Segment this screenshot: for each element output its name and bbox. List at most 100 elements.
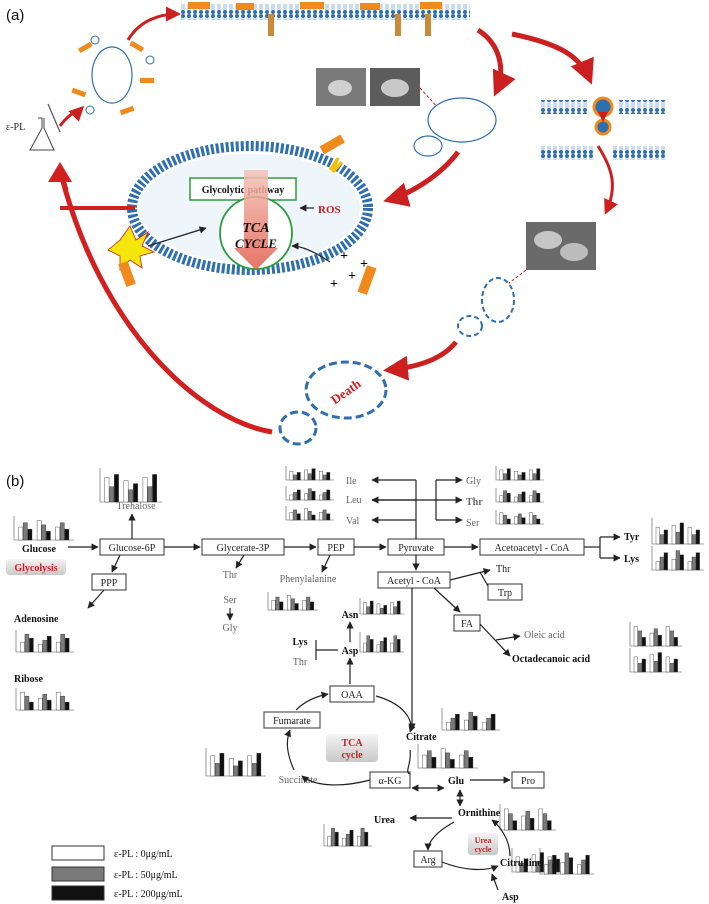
mini-bar xyxy=(555,858,560,873)
mini-bar xyxy=(322,509,327,521)
mini-bar xyxy=(641,637,646,647)
node-val: Val xyxy=(346,516,360,527)
mini-bar xyxy=(517,494,522,503)
mini-bar xyxy=(326,489,331,501)
mini-chart xyxy=(417,744,478,769)
mini-bar xyxy=(55,641,61,653)
mini-bar xyxy=(363,642,367,653)
mini-bar xyxy=(326,513,331,521)
mini-bar xyxy=(342,837,346,847)
mini-bar xyxy=(529,469,533,481)
mini-bar xyxy=(327,835,332,847)
mini-bar xyxy=(675,532,680,545)
svg-text:+: + xyxy=(348,269,356,284)
mini-bar xyxy=(504,808,509,831)
mini-bar xyxy=(383,637,387,653)
node-trehalose: Trehalose xyxy=(116,501,156,512)
legend: ε-PL : 0μg/mL ε-PL : 50μg/mL ε-PL : 200μ… xyxy=(51,845,183,901)
mini-bar xyxy=(517,474,522,481)
mini-bar xyxy=(663,529,668,545)
mini-bar xyxy=(364,831,369,847)
mini-bar xyxy=(319,512,323,521)
mini-bar xyxy=(514,470,518,481)
mini-bar xyxy=(55,526,60,541)
mini-bar xyxy=(279,601,284,611)
mini-bar xyxy=(499,469,504,481)
mini-bar xyxy=(38,697,43,711)
mini-bar xyxy=(637,663,642,673)
mini-bar xyxy=(675,550,680,571)
mini-bar xyxy=(319,494,323,501)
mini-bar xyxy=(47,699,52,711)
mini-bar xyxy=(334,831,339,847)
mini-bar xyxy=(247,755,252,777)
node-pro: Pro xyxy=(521,776,535,787)
mini-bar xyxy=(310,601,314,611)
mini-bar xyxy=(294,603,299,611)
mini-bar xyxy=(133,483,138,503)
node-thr-1: Thr xyxy=(223,570,238,581)
mini-chart xyxy=(651,518,704,545)
mini-chart xyxy=(285,466,334,481)
mini-bar xyxy=(568,857,574,875)
central-cell: Glycolytic pathway TCA CYCLE ROS + + + + xyxy=(107,134,377,295)
mini-bar xyxy=(38,643,43,653)
mini-bar xyxy=(60,633,65,653)
mini-bar xyxy=(293,509,297,521)
mini-bar-charts xyxy=(13,466,704,875)
mini-bar xyxy=(503,514,507,525)
mini-bar xyxy=(691,534,696,545)
mini-bar xyxy=(114,474,119,503)
mini-bar xyxy=(349,829,354,847)
mini-bar xyxy=(296,489,301,501)
mini-bar xyxy=(655,527,660,545)
pathway-arrows xyxy=(68,476,621,891)
node-asn: Asn xyxy=(342,610,359,621)
mini-chart xyxy=(629,648,682,673)
mini-bar xyxy=(345,833,350,847)
mini-bar xyxy=(521,815,526,831)
node-ser-1: Ser xyxy=(223,595,237,606)
mini-chart xyxy=(285,486,334,501)
mini-bar xyxy=(468,757,474,769)
mini-bar xyxy=(655,561,660,571)
node-ser-2: Ser xyxy=(466,518,480,529)
mini-bar xyxy=(459,754,464,769)
mini-bar xyxy=(649,654,654,673)
mini-bar xyxy=(357,835,361,847)
mini-bar xyxy=(463,750,469,769)
mini-bar xyxy=(55,691,61,711)
node-succinate: Succinate xyxy=(279,775,318,786)
mini-bar xyxy=(287,595,291,611)
mini-bar xyxy=(455,713,460,731)
mini-bar xyxy=(581,859,586,875)
mini-bar xyxy=(669,630,674,647)
glycolytic-pathway-label: Glycolytic pathway xyxy=(202,185,285,196)
mini-bar xyxy=(20,641,25,653)
mini-bar xyxy=(366,635,371,653)
mini-chart xyxy=(323,824,372,847)
mini-bar xyxy=(289,470,294,481)
node-ile: Ile xyxy=(346,476,357,487)
node-tca-cycle: TCA xyxy=(341,738,363,749)
node-urea-cycle-2: cycle xyxy=(475,845,492,854)
panel-a: (a) ε-PL xyxy=(6,2,666,446)
node-oleic-acid: Oleic acid xyxy=(524,630,565,641)
mini-bar xyxy=(215,763,220,777)
mini-bar xyxy=(293,492,297,501)
mini-bar xyxy=(506,492,511,503)
mini-bar xyxy=(653,628,658,647)
mini-bar xyxy=(536,492,541,503)
mini-bar xyxy=(649,632,654,647)
mini-bar xyxy=(552,855,557,875)
mini-bar xyxy=(464,719,469,731)
node-lys-2: Lys xyxy=(292,637,307,648)
mini-bar xyxy=(673,637,678,647)
mini-chart xyxy=(441,708,500,731)
mini-bar xyxy=(535,861,540,873)
mini-bar xyxy=(531,854,536,873)
panel-a-label: (a) xyxy=(6,7,24,24)
mini-bar xyxy=(673,658,678,673)
node-oaa: OAA xyxy=(341,690,363,701)
